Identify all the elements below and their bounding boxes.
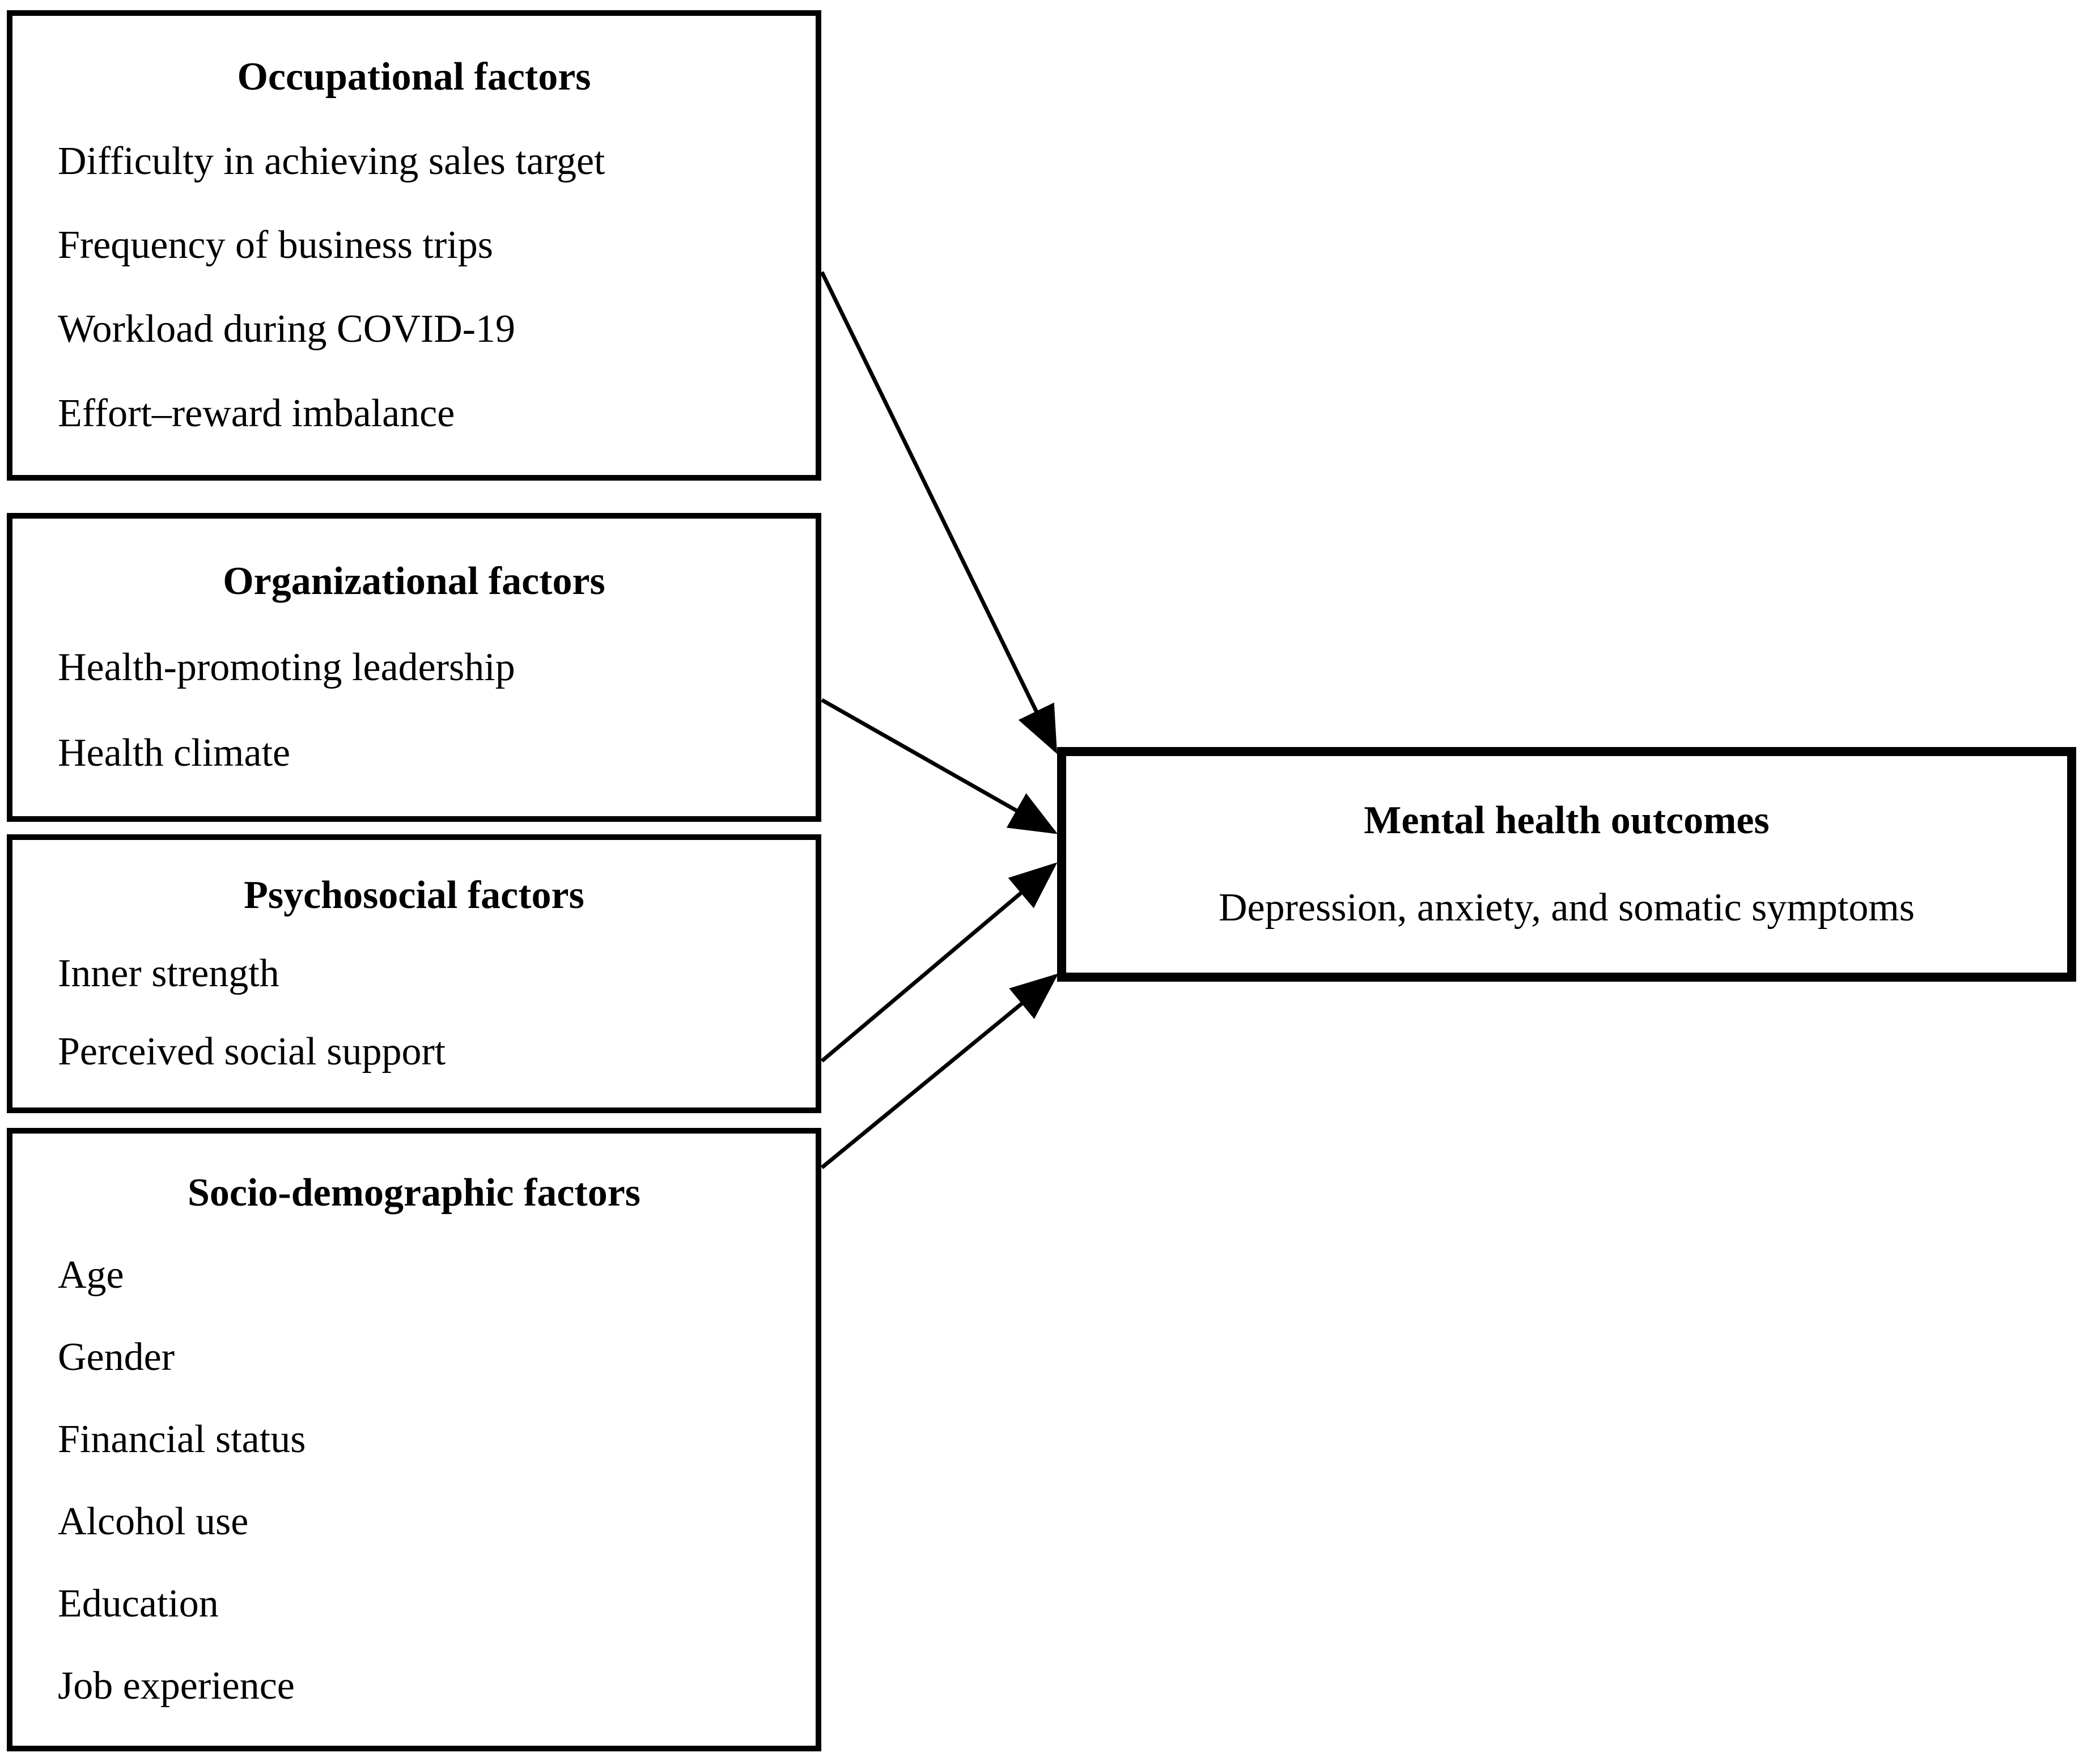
organizational-factor-item: Health-promoting leadership [58,645,515,689]
socio-demographic-factor-item: Education [58,1582,219,1626]
occupational-factor-item: Frequency of business trips [58,223,493,267]
socio-demographic-factor-item: Gender [58,1335,175,1379]
psychosocial-factor-item: Perceived social support [58,1030,446,1073]
socio-demographic-factor-item: Financial status [58,1418,306,1461]
arrow-occupational-to-outcomes [820,271,1058,754]
psychosocial-factor-item: Inner strength [58,952,279,995]
socio-demographic-factor-item: Alcohol use [58,1500,249,1543]
psychosocial-factors-box: Psychosocial factors Inner strength Perc… [7,834,821,1113]
psychosocial-factors-title: Psychosocial factors [244,873,584,917]
mental-health-outcomes-subtitle: Depression, anxiety, and somatic symptom… [1218,886,1915,930]
occupational-factors-box: Occupational factors Difficulty in achie… [7,10,821,481]
mental-health-outcomes-box: Mental health outcomes Depression, anxie… [1057,747,2076,982]
arrow-organizational-to-outcomes [821,698,1058,834]
organizational-factors-title: Organizational factors [223,559,605,604]
arrow-psychosocial-to-outcomes [820,862,1058,1063]
socio-demographic-factors-box: Socio-demographic factors Age Gender Fin… [7,1128,821,1751]
socio-demographic-factors-title: Socio-demographic factors [187,1171,641,1215]
arrow-socio-demographic-to-outcomes [820,973,1059,1169]
occupational-factor-item: Effort–reward imbalance [58,391,455,435]
socio-demographic-factor-item: Job experience [58,1664,295,1708]
socio-demographic-factor-item: Age [58,1253,124,1297]
organizational-factor-item: Health climate [58,731,291,775]
occupational-factor-item: Workload during COVID-19 [58,307,516,351]
occupational-factor-item: Difficulty in achieving sales target [58,139,605,183]
organizational-factors-box: Organizational factors Health-promoting … [7,513,821,822]
mental-health-outcomes-title: Mental health outcomes [1364,799,1770,842]
occupational-factors-title: Occupational factors [237,55,591,99]
